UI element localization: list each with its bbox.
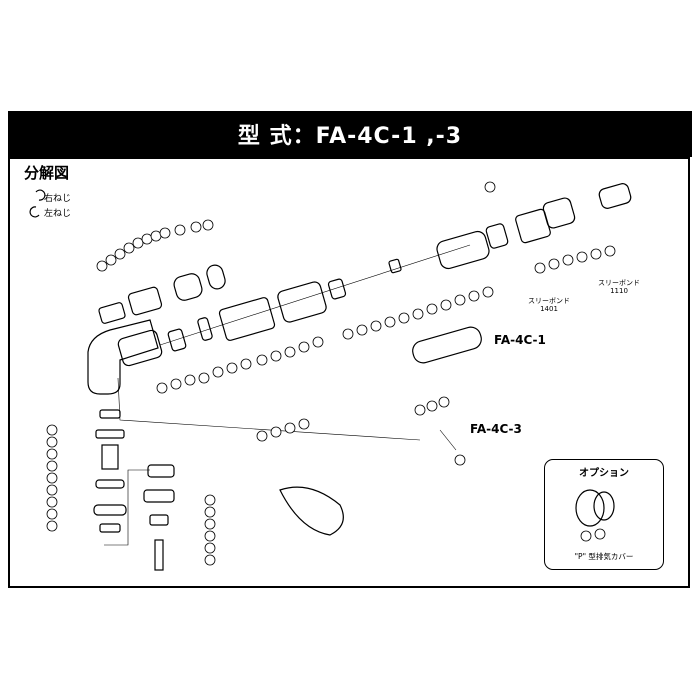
model-label-fa-4c-3: FA-4C-3 <box>470 422 522 436</box>
threebond-1401-line1: スリーボンド <box>528 297 570 305</box>
grip-cover <box>412 326 482 364</box>
threebond-1110-note: スリーボンド 1110 <box>594 279 644 295</box>
diagram-heading: 分解図 <box>24 164 70 182</box>
o-ring <box>99 523 121 533</box>
cylinder <box>277 281 327 323</box>
spindle <box>101 444 119 470</box>
spacer <box>197 317 213 341</box>
threebond-1401-line2: 1401 <box>540 305 558 313</box>
pad-holder <box>149 514 169 526</box>
rear-cap <box>485 223 509 249</box>
rear-housing <box>436 230 490 270</box>
gear-lower <box>143 489 175 503</box>
seal-ring <box>206 264 226 290</box>
threebond-1110-line2: 1110 <box>610 287 628 295</box>
exhaust-cage <box>515 208 551 244</box>
diagram-frame <box>8 157 690 588</box>
cw-arrow-icon <box>35 189 46 201</box>
collar <box>95 479 125 489</box>
hose-fitting <box>598 183 632 209</box>
ring-gear <box>173 273 203 301</box>
option-caption: "P" 型排気カバー <box>574 552 634 561</box>
end-plate <box>327 278 347 300</box>
head-body <box>117 329 163 367</box>
washer <box>99 409 121 419</box>
shaft-lower <box>154 539 164 571</box>
bearing <box>167 328 187 352</box>
valve <box>388 258 402 274</box>
nut <box>95 429 125 439</box>
shaft <box>98 302 126 324</box>
page-title: 型 式：FA-4C-1 ,-3 <box>237 124 463 149</box>
threebond-1110-line1: スリーボンド <box>598 279 640 287</box>
bevel-gear <box>147 464 175 478</box>
title-bar: 型 式：FA-4C-1 ,-3 <box>8 111 692 157</box>
option-exhaust-cover <box>575 489 605 527</box>
option-box: オプション "P" 型排気カバー <box>544 459 664 570</box>
option-title: オプション <box>579 468 629 479</box>
bearing-lower <box>93 504 127 516</box>
wheel-guard <box>279 486 344 536</box>
rotor-blades <box>218 297 276 341</box>
legend-left-thread: 左ねじ <box>44 209 72 219</box>
muffler <box>542 197 576 229</box>
ccw-arrow-icon <box>29 206 40 218</box>
option-plate <box>593 491 615 521</box>
gear <box>127 286 163 316</box>
legend-right-thread: 右ねじ <box>44 194 72 204</box>
model-label-fa-4c-1: FA-4C-1 <box>494 333 546 347</box>
threebond-1401-note: スリーボンド 1401 <box>524 297 574 313</box>
